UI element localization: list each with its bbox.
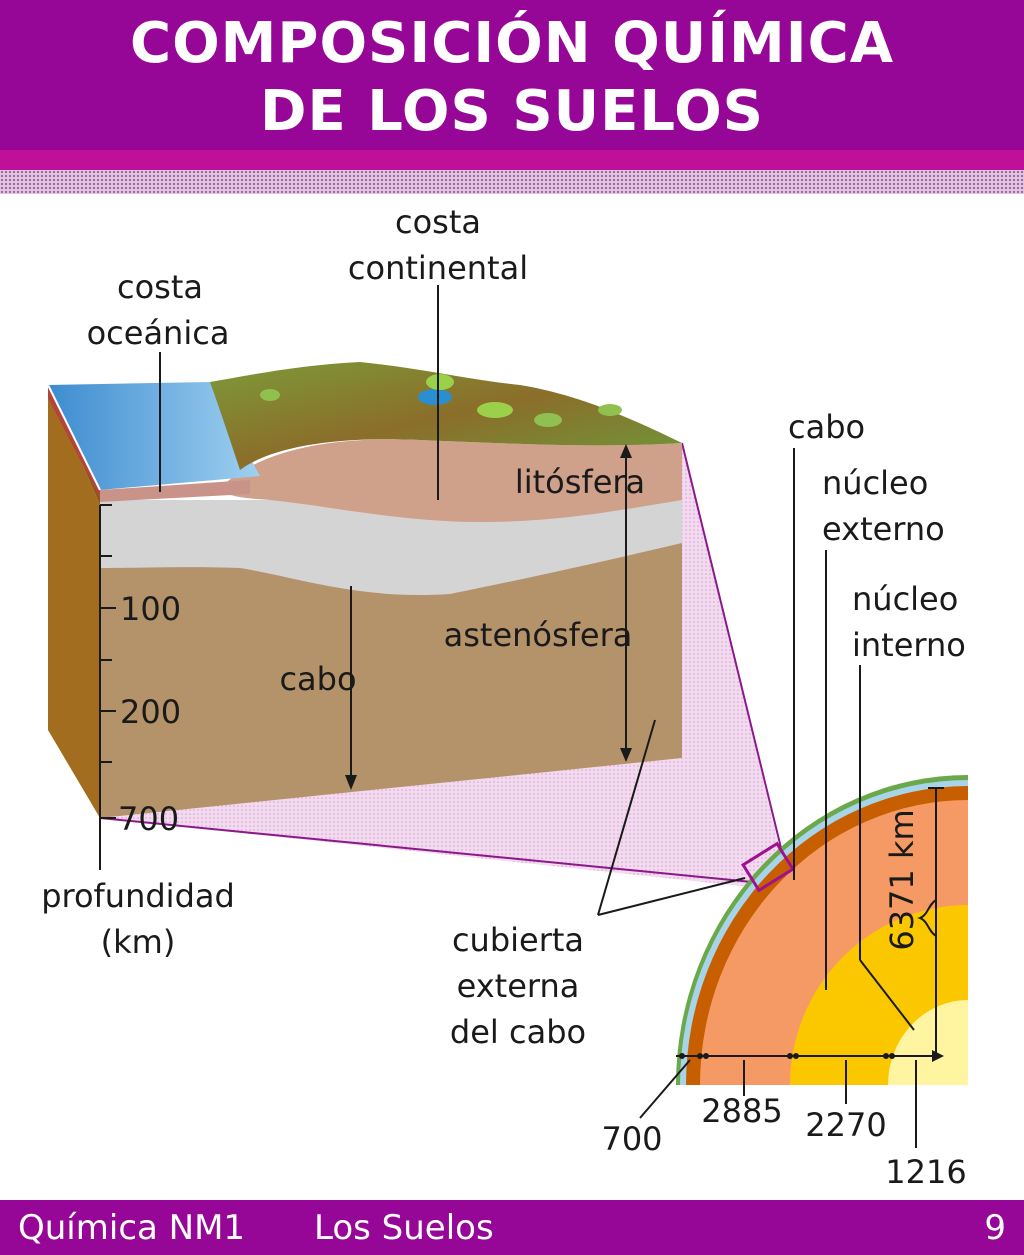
globe-scale-2270: 2270 <box>805 1106 886 1144</box>
earth-cross-section <box>639 448 968 1148</box>
depth-label-200: 200 <box>120 693 181 731</box>
label-nucleo-interno-2: interno <box>852 626 966 664</box>
depth-label-700: 700 <box>118 800 179 838</box>
lithosphere-layer <box>220 439 682 522</box>
label-costa-oceanica-2: oceánica <box>87 314 230 352</box>
block-side-face <box>48 385 100 818</box>
diagram-labels: costa oceánica costa continental litósfe… <box>41 203 967 1191</box>
title-line-1: COMPOSICIÓN QUÍMICA <box>129 11 895 76</box>
label-cubierta-3: del cabo <box>450 1013 586 1051</box>
globe-scale-2885: 2885 <box>701 1092 782 1130</box>
zoom-box <box>741 841 795 893</box>
banner-dotted-band <box>0 170 1024 194</box>
inner-core-region <box>888 1000 968 1085</box>
globe-scale-700: 700 <box>601 1120 662 1158</box>
label-nucleo-interno-1: núcleo <box>852 580 958 618</box>
label-cubierta-2: externa <box>457 967 580 1005</box>
label-costa-oceanica-1: costa <box>117 268 203 306</box>
cubierta-pointer-globe <box>597 877 746 916</box>
label-costa-continental-1: costa <box>395 203 481 241</box>
footer-topic: Los Suelos <box>314 1208 494 1248</box>
mantle-front-face <box>100 505 682 818</box>
label-nucleo-externo-2: externo <box>822 510 945 548</box>
lithosphere-lower-band <box>100 500 682 596</box>
label-profundidad-2: (km) <box>101 923 176 961</box>
label-costa-continental-2: continental <box>348 249 528 287</box>
globe-scale-1216: 1216 <box>885 1153 966 1191</box>
label-nucleo-externo-1: núcleo <box>822 464 928 502</box>
zoom-projection <box>99 442 783 888</box>
banner-stripe <box>0 150 1024 170</box>
label-radius: 6371 km <box>883 809 921 950</box>
title-line-2: DE LOS SUELOS <box>259 79 765 144</box>
footer-course: Química NM1 <box>18 1208 246 1248</box>
ocean-surface <box>48 382 260 490</box>
label-astenosfera: astenósfera <box>444 616 633 654</box>
label-cabo-globe: cabo <box>788 408 865 446</box>
title-banner: COMPOSICIÓN QUÍMICA DE LOS SUELOS <box>0 0 1024 150</box>
cubierta-pointer-block <box>597 719 656 916</box>
depth-label-100: 100 <box>120 590 181 628</box>
label-cubierta-1: cubierta <box>452 921 584 959</box>
footer-bar: Química NM1 Los Suelos 9 <box>0 1200 1024 1255</box>
label-profundidad-1: profundidad <box>41 877 235 915</box>
label-litosfera: litósfera <box>515 463 645 501</box>
lake <box>418 389 452 405</box>
earth-layers-diagram: costa oceánica costa continental litósfe… <box>41 203 968 1191</box>
page-number: 9 <box>984 1208 1006 1248</box>
crust-block <box>47 285 682 870</box>
label-cabo-block: cabo <box>279 660 356 698</box>
continent-surface <box>210 362 682 470</box>
